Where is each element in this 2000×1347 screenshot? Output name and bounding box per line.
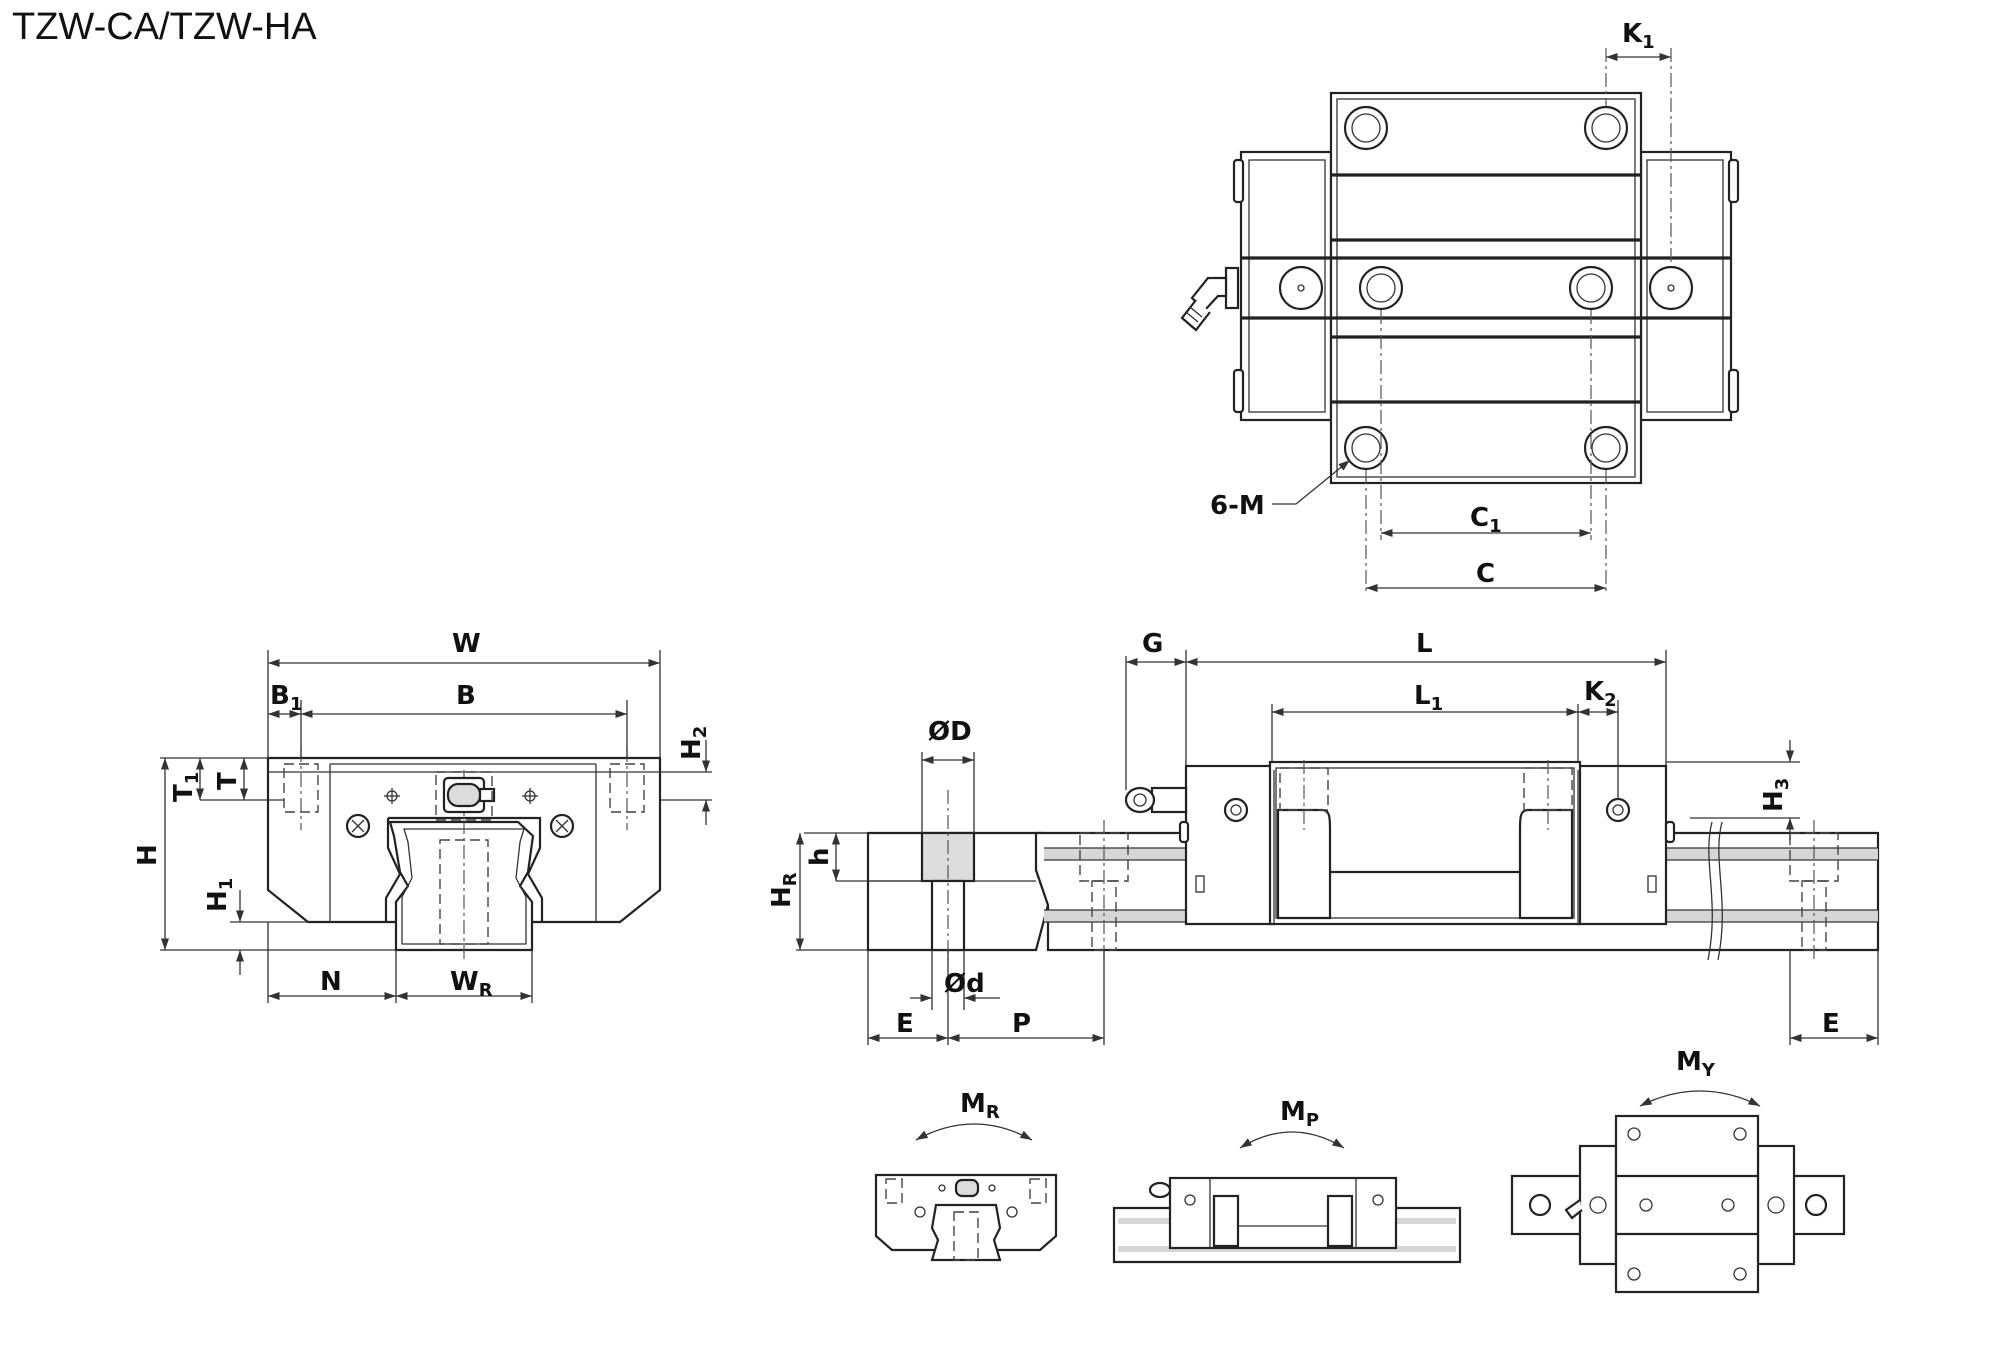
label-mr: MR [960, 1089, 1000, 1123]
screw-x-icon [345, 813, 371, 839]
label-6-m: 6-M [1210, 491, 1265, 521]
label-h3: H3 [1759, 778, 1793, 812]
moment-pitch-view [1112, 1131, 1462, 1264]
moment-roll-view [874, 1123, 1058, 1262]
rail-hole-icon [1278, 265, 1324, 311]
label-hr: HR [767, 872, 801, 908]
side-view [795, 650, 1880, 1045]
label-c1: C1 [1470, 503, 1502, 537]
label-c: C [1476, 559, 1495, 589]
mounting-hole-icon [1583, 105, 1629, 151]
label-p: P [1012, 1009, 1031, 1039]
rail-hole-icon [1648, 265, 1694, 311]
label-w: W [452, 629, 481, 659]
label-k2: K2 [1584, 677, 1617, 711]
front-view [160, 650, 712, 1003]
crosshair-icon [522, 788, 538, 804]
label-h: H [133, 844, 163, 866]
screw-x-icon [549, 813, 575, 839]
label-od: ØD [928, 717, 972, 747]
label-g: G [1142, 629, 1163, 659]
label-l1: L1 [1414, 681, 1443, 715]
moment-yaw-view [1510, 1090, 1846, 1294]
grease-nipple-icon [1180, 266, 1240, 332]
label-wr: WR [450, 967, 493, 1001]
crosshair-icon [384, 788, 400, 804]
label-b1: B1 [270, 681, 302, 715]
mounting-hole-icon [1343, 105, 1389, 151]
label-k1: K1 [1622, 19, 1655, 53]
screw-icon [1223, 797, 1249, 823]
label-od-small: Ød [944, 969, 985, 999]
label-l: L [1416, 629, 1433, 659]
mounting-hole-icon [1583, 425, 1629, 471]
top-view [1180, 48, 1740, 595]
mounting-hole-icon [1343, 425, 1389, 471]
label-n: N [320, 967, 342, 997]
label-my: MY [1676, 1047, 1716, 1081]
label-h2: H2 [677, 726, 711, 760]
mounting-hole-icon [1568, 265, 1614, 311]
label-e-right: E [1822, 1009, 1840, 1039]
label-t1: T1 [169, 772, 203, 802]
grease-nipple-icon [435, 771, 496, 821]
label-h1: H1 [203, 878, 237, 912]
drawing-title: TZW-CA/TZW-HA [12, 6, 317, 48]
label-t: T [213, 772, 243, 790]
label-b: B [456, 681, 476, 711]
grease-nipple-icon [1124, 786, 1188, 814]
mounting-hole-icon [1358, 265, 1404, 311]
label-mp: MP [1280, 1097, 1319, 1131]
label-e-left: E [896, 1009, 914, 1039]
label-small-h: h [805, 847, 835, 866]
